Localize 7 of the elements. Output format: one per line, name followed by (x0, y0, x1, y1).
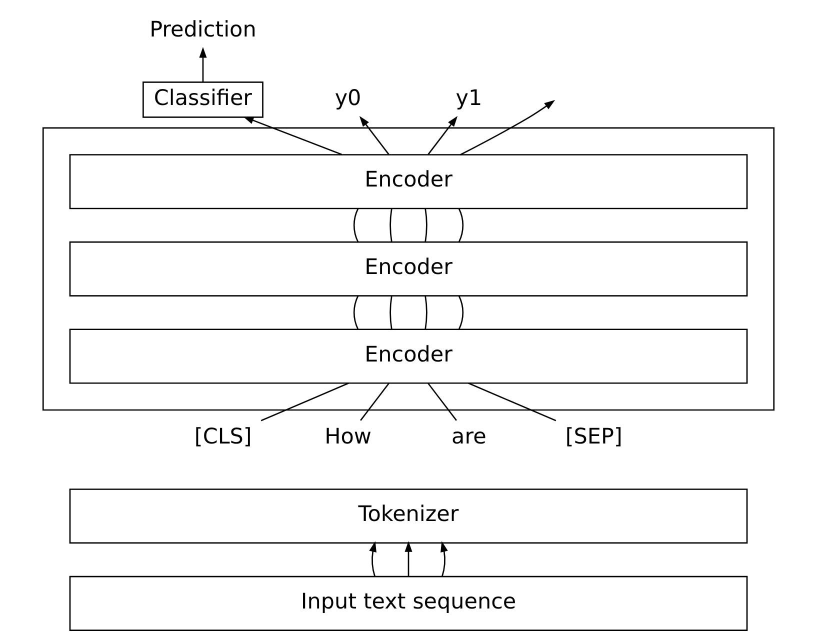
node-text: [CLS] (194, 424, 252, 450)
node-text: y0 (334, 86, 361, 111)
node-text: How (324, 424, 371, 450)
node-text: [SEP] (564, 424, 622, 450)
node-text: Prediction (149, 17, 256, 42)
node-text: y1 (455, 86, 482, 111)
node-text: are (451, 424, 486, 450)
